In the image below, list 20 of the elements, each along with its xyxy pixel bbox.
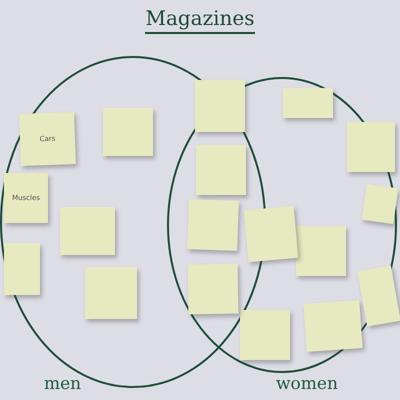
sticky-note	[240, 310, 290, 360]
sticky-note	[103, 108, 153, 156]
sticky-note	[296, 226, 346, 276]
sticky-note	[195, 80, 245, 132]
sticky-note	[85, 267, 137, 319]
circle-label: women	[276, 374, 338, 394]
sticky-note	[357, 265, 400, 327]
sticky-note	[196, 145, 246, 195]
sticky-note	[188, 264, 238, 314]
sticky-note	[303, 300, 363, 352]
sticky-note	[60, 207, 115, 255]
sticky-note	[187, 199, 239, 251]
circle-label: men	[44, 374, 82, 394]
sticky-note	[4, 173, 48, 223]
sticky-note	[347, 122, 395, 172]
title: Magazines	[145, 6, 255, 34]
sticky-note	[283, 88, 333, 118]
sticky-note	[19, 112, 76, 166]
sticky-note	[362, 184, 398, 224]
sticky-note	[4, 243, 40, 295]
